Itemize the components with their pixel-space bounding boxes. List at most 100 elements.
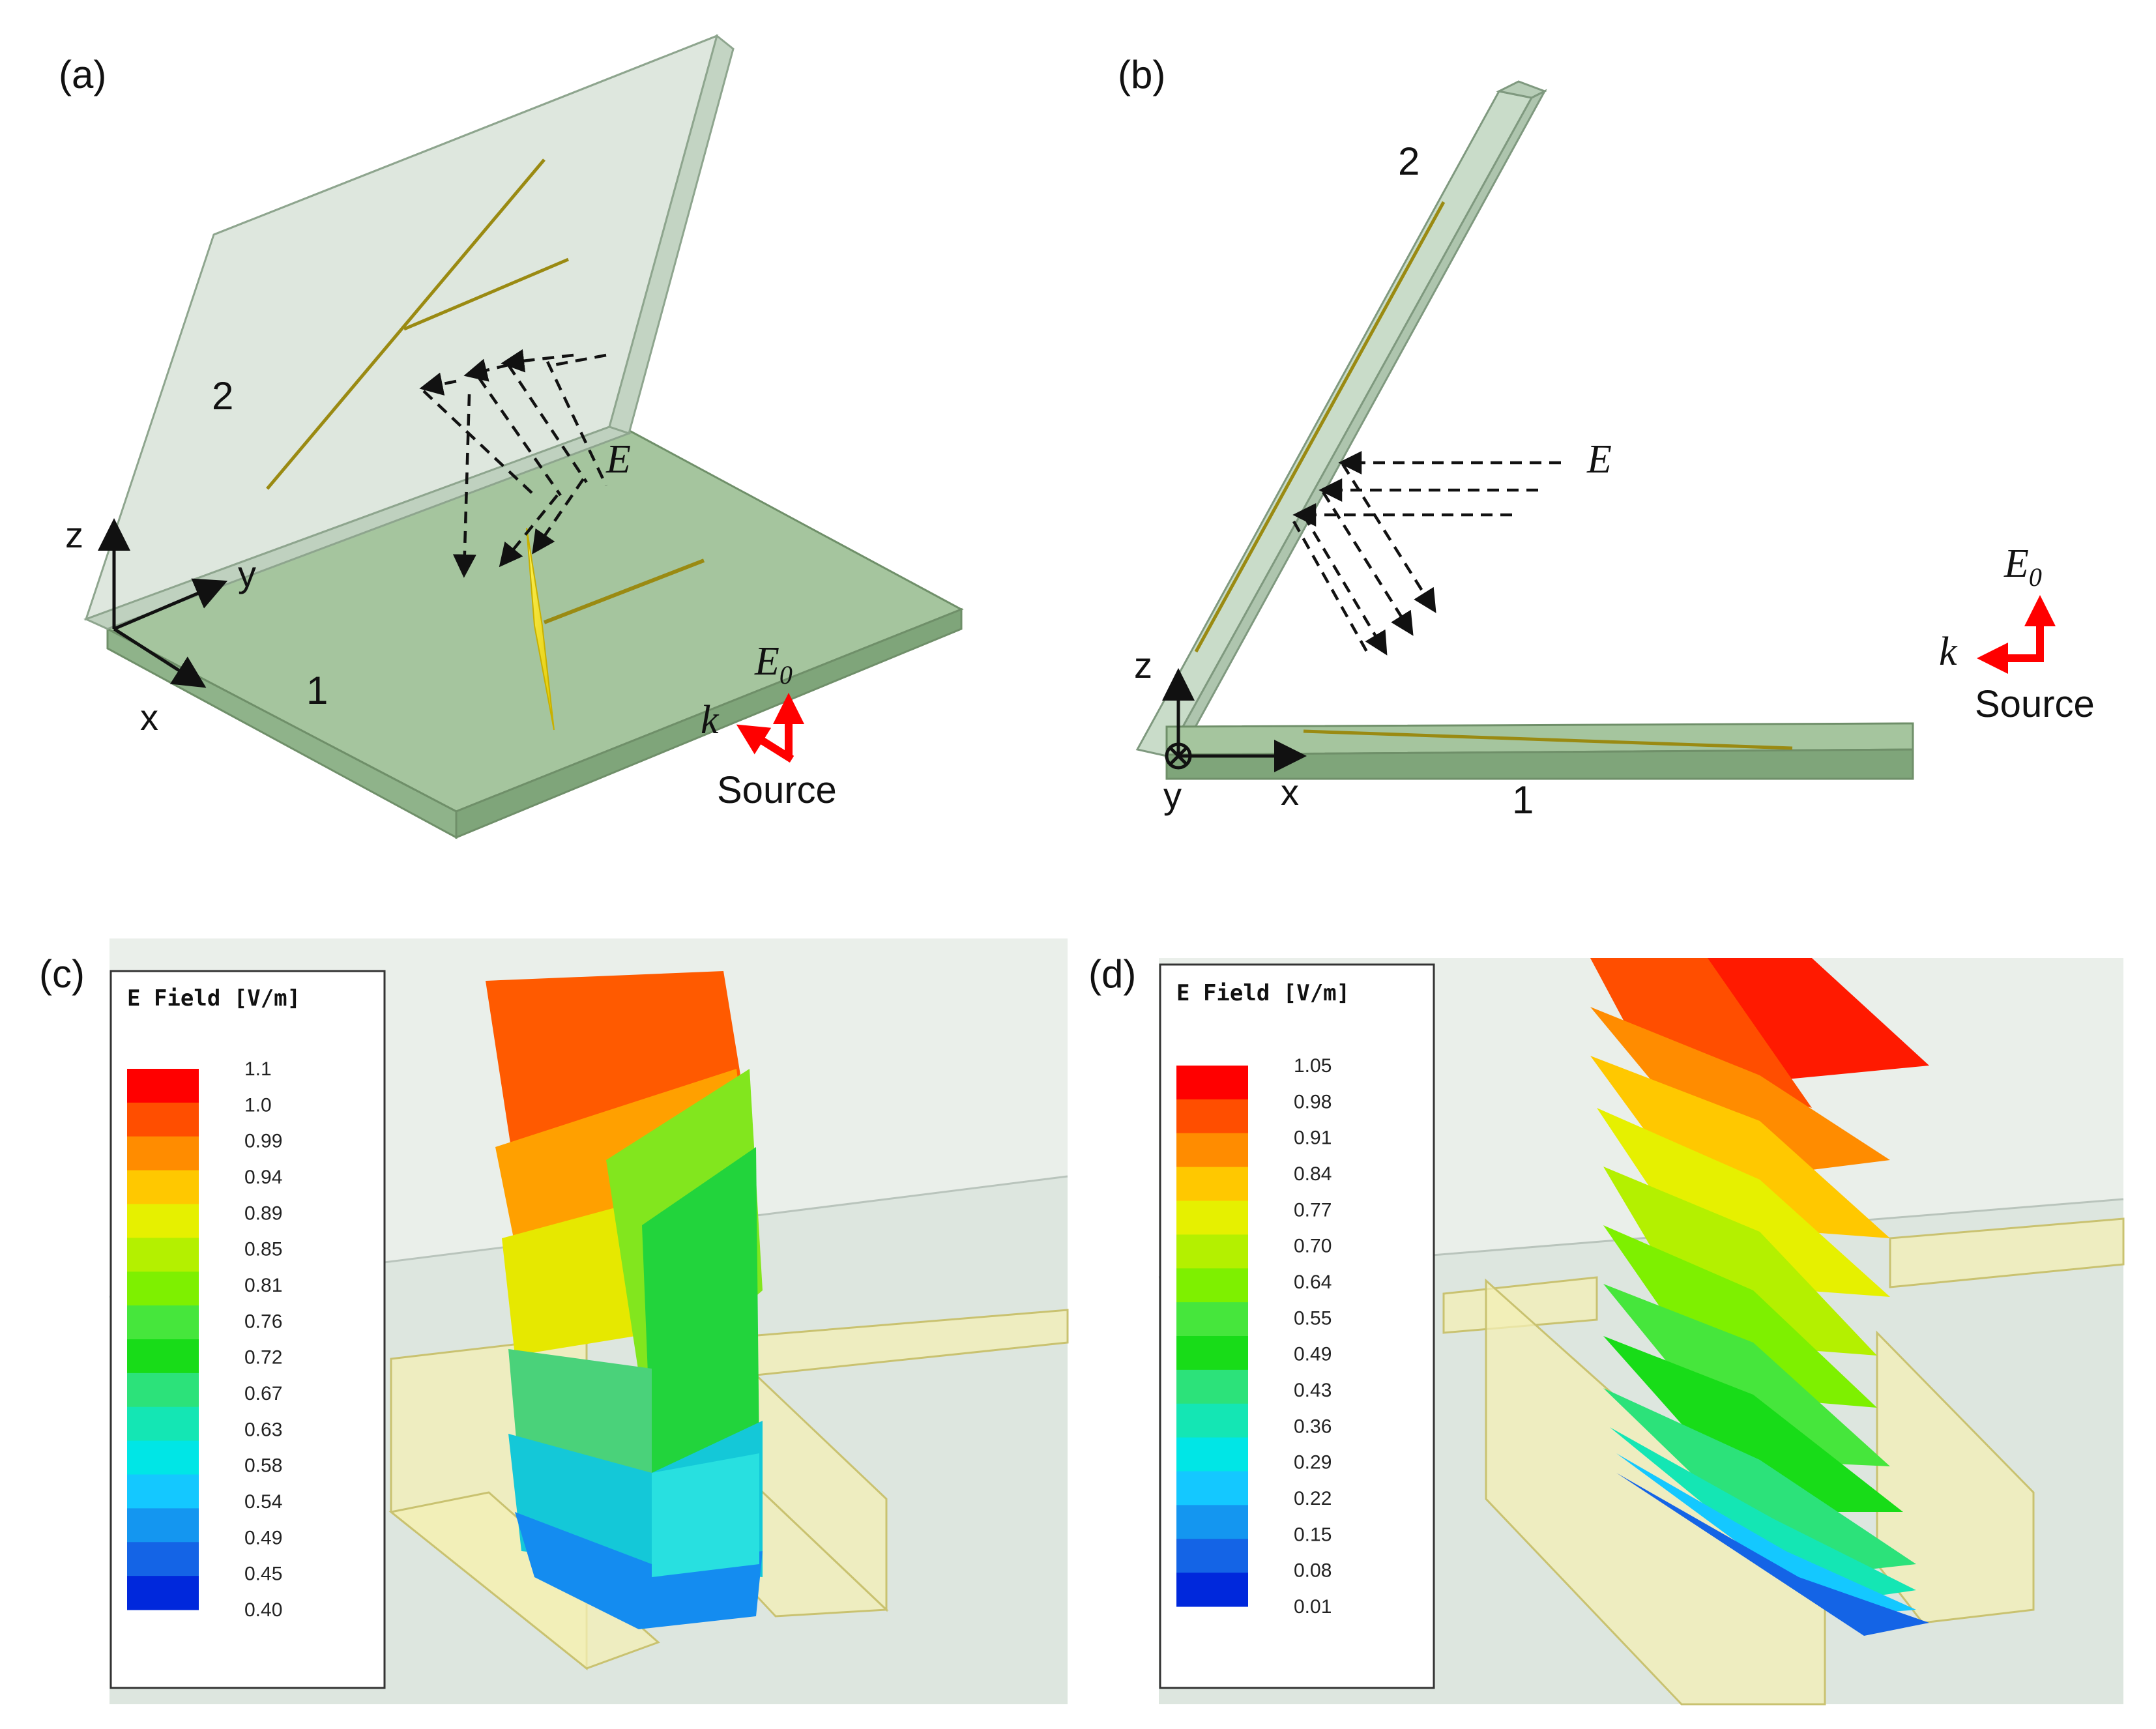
legend-swatch bbox=[1176, 1336, 1248, 1371]
legend-value: 0.89 bbox=[244, 1202, 282, 1224]
axis-y-b: y bbox=[1163, 775, 1182, 816]
legend-value: 0.81 bbox=[244, 1275, 282, 1296]
legend-swatch bbox=[1176, 1437, 1248, 1472]
legend-swatch bbox=[127, 1271, 199, 1306]
legend-swatch bbox=[127, 1204, 199, 1238]
legend-swatch bbox=[1176, 1066, 1248, 1100]
axis-x-b: x bbox=[1281, 772, 1299, 813]
panel-c-label: (c) bbox=[39, 952, 85, 996]
legend-swatch bbox=[1176, 1505, 1248, 1539]
field-plume-c bbox=[486, 971, 763, 1629]
legend-swatch bbox=[127, 1373, 199, 1408]
legend-value: 1.1 bbox=[244, 1058, 272, 1080]
panel-a-label: (a) bbox=[59, 53, 106, 96]
legend-value: 0.67 bbox=[244, 1383, 282, 1404]
source-label-b: Source bbox=[1975, 683, 2095, 725]
legend-swatch bbox=[1176, 1200, 1248, 1235]
legend-swatch bbox=[1176, 1099, 1248, 1134]
legend-value: 0.40 bbox=[244, 1599, 282, 1621]
legend-title-d: E Field [V/m] bbox=[1176, 980, 1350, 1006]
plate-label-2-b: 2 bbox=[1398, 139, 1420, 183]
legend-value: 0.22 bbox=[1294, 1488, 1332, 1509]
legend-swatch bbox=[1176, 1234, 1248, 1269]
legend-swatch bbox=[127, 1170, 199, 1204]
source-indicator-b bbox=[1977, 595, 2056, 674]
legend-swatch bbox=[127, 1305, 199, 1340]
k-label-b: k bbox=[1939, 630, 1958, 674]
antenna-top-a bbox=[266, 158, 569, 490]
legend-swatch bbox=[127, 1238, 199, 1272]
legend-value: 0.98 bbox=[1294, 1091, 1332, 1112]
legend-value: 0.01 bbox=[1294, 1596, 1332, 1618]
field-arrows-b bbox=[1292, 451, 1561, 656]
legend-swatch bbox=[1176, 1268, 1248, 1303]
legend-value: 0.63 bbox=[244, 1419, 282, 1440]
legend-value: 0.94 bbox=[244, 1167, 282, 1188]
legend-swatch bbox=[127, 1508, 199, 1543]
legend-value: 0.49 bbox=[244, 1527, 282, 1548]
legend-value: 0.77 bbox=[1294, 1199, 1332, 1221]
legend-title-c: E Field [V/m] bbox=[127, 985, 300, 1011]
legend-swatch bbox=[127, 1440, 199, 1475]
legend-value: 0.70 bbox=[1294, 1236, 1332, 1257]
axis-z-b: z bbox=[1134, 645, 1152, 686]
legend-value: 0.84 bbox=[1294, 1163, 1332, 1185]
plate-label-1-a: 1 bbox=[306, 669, 328, 712]
legend-swatch bbox=[1176, 1403, 1248, 1438]
legend-swatches-c bbox=[127, 1069, 199, 1610]
legend-swatches-d bbox=[1176, 1066, 1248, 1607]
source-indicator-a bbox=[736, 693, 804, 763]
legend-swatch bbox=[1176, 1471, 1248, 1505]
axes-a bbox=[98, 518, 228, 688]
field-label-b: E bbox=[1586, 437, 1612, 482]
legend-swatch bbox=[127, 1576, 199, 1610]
panel-d: (d) E Field [V/m] bbox=[1088, 952, 2125, 1706]
legend-d: E Field [V/m] 1.05 0.98 0.91 0.84 0.77 0.70 0.… bbox=[1159, 963, 1435, 1689]
legend-value: 0.64 bbox=[1294, 1271, 1332, 1293]
legend-swatch bbox=[1176, 1369, 1248, 1404]
legend-value: 0.29 bbox=[1294, 1452, 1332, 1474]
legend-value: 0.55 bbox=[1294, 1307, 1332, 1329]
legend-value: 0.49 bbox=[1294, 1344, 1332, 1365]
legend-value: 0.45 bbox=[244, 1563, 282, 1585]
legend-swatch bbox=[127, 1474, 199, 1509]
k-label-a: k bbox=[701, 698, 720, 742]
panel-c: (c) E Field [V/m] bbox=[39, 938, 1069, 1704]
legend-value: 1.05 bbox=[1294, 1055, 1332, 1077]
plate-label-2-a: 2 bbox=[212, 374, 233, 418]
legend-value: 0.36 bbox=[1294, 1416, 1332, 1437]
legend-swatch bbox=[1176, 1133, 1248, 1168]
field-arrows-a bbox=[419, 349, 608, 578]
legend-value: 0.15 bbox=[1294, 1524, 1332, 1545]
field-label-a: E bbox=[605, 437, 631, 482]
top-plate-b bbox=[1135, 80, 1547, 758]
axes-b bbox=[1162, 668, 1307, 772]
axis-y-a: y bbox=[238, 553, 256, 594]
legend-value: 0.91 bbox=[1294, 1127, 1332, 1149]
e0-label-b: E0 bbox=[2003, 542, 2042, 592]
legend-value: 0.58 bbox=[244, 1455, 282, 1477]
legend-swatch bbox=[127, 1102, 199, 1137]
bottom-plate-b bbox=[1165, 722, 1914, 780]
legend-value: 0.54 bbox=[244, 1491, 282, 1513]
panel-a: (a) bbox=[59, 34, 964, 839]
legend-c: E Field [V/m] 1.11.00.990.940.890.850.81… bbox=[109, 970, 386, 1689]
legend-value: 0.99 bbox=[244, 1131, 282, 1152]
legend-value: 0.85 bbox=[244, 1239, 282, 1260]
legend-swatch bbox=[127, 1406, 199, 1442]
legend-swatch bbox=[1176, 1167, 1248, 1201]
plate-label-1-b: 1 bbox=[1512, 778, 1534, 822]
field-sheets-d bbox=[1590, 958, 1929, 1636]
legend-swatch bbox=[127, 1136, 199, 1171]
legend-swatch bbox=[1176, 1573, 1248, 1607]
legend-labels-d: 1.05 0.98 0.91 0.84 0.77 0.70 0.64 0.55 0.49 0.43… bbox=[1294, 1055, 1332, 1618]
legend-swatch bbox=[1176, 1302, 1248, 1337]
legend-swatch bbox=[127, 1542, 199, 1576]
source-label-a: Source bbox=[717, 769, 837, 811]
legend-value: 0.43 bbox=[1294, 1380, 1332, 1401]
axis-z-a: z bbox=[65, 514, 83, 555]
panel-b-label: (b) bbox=[1118, 53, 1165, 96]
e0-label-a: E0 bbox=[754, 639, 793, 690]
waveguide-boxes-d bbox=[1442, 1217, 2125, 1706]
